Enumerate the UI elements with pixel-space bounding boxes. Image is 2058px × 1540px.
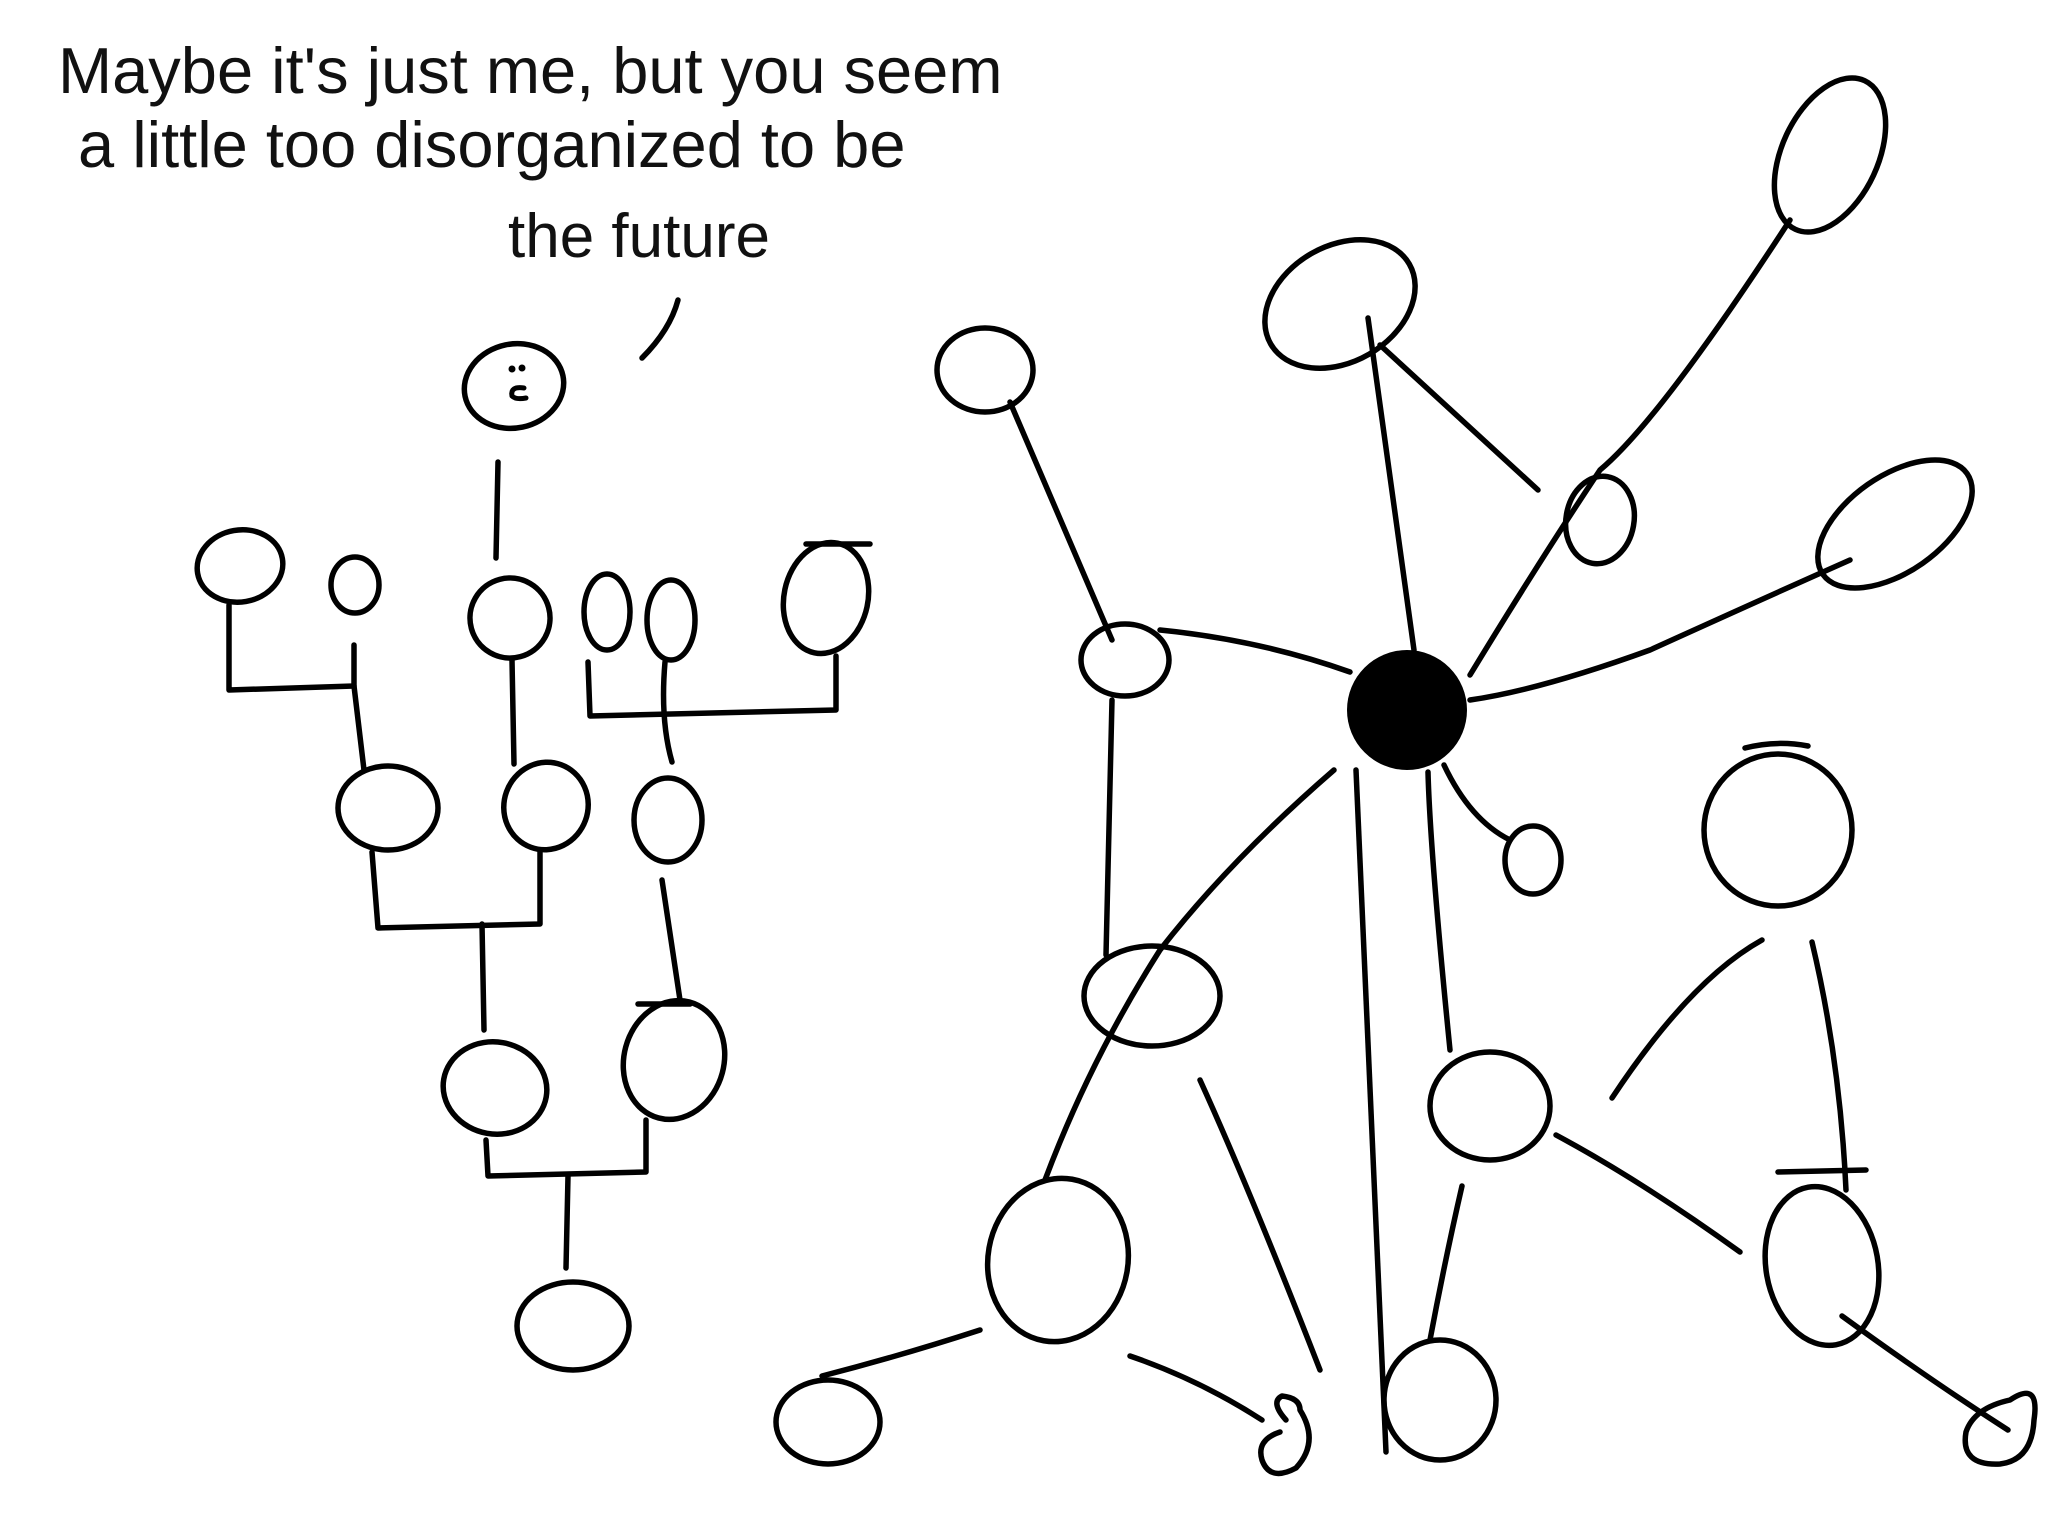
network-edge [1553, 1132, 1743, 1255]
network-edge [1467, 217, 1793, 678]
network-node [1262, 237, 1418, 371]
network-node [1771, 75, 1889, 235]
network-edge [1103, 697, 1115, 958]
network-edge [1425, 769, 1453, 1053]
network-node [1962, 1390, 2038, 1467]
network-node [984, 1175, 1132, 1345]
tree-edge [659, 877, 683, 1003]
network-node-mark [1775, 1167, 1869, 1175]
speaker-head [461, 340, 567, 432]
network-center-face [1347, 650, 1467, 770]
speech-tick [639, 297, 681, 361]
network-node [1701, 751, 1855, 909]
tree-edge [509, 657, 517, 767]
network-edge [1467, 557, 1853, 703]
network-edge [1441, 762, 1513, 843]
speech-text-line-1: Maybe it's just me, but you seem [58, 34, 1003, 107]
network-edge [819, 1327, 983, 1379]
network-node [1381, 1337, 1499, 1463]
tree-node [514, 1279, 632, 1373]
tree-edge [493, 459, 501, 561]
tree-node [620, 997, 728, 1123]
network-edge [1809, 939, 1849, 1193]
network-edge [1365, 315, 1417, 653]
tree-node [467, 575, 553, 661]
tree-edge [585, 653, 839, 719]
tree-node [581, 571, 633, 653]
network-edge [1042, 767, 1337, 1183]
tree-edge [563, 1173, 571, 1271]
network-node [1258, 1393, 1312, 1477]
network-node [934, 325, 1036, 415]
tree-node [440, 1039, 550, 1137]
tree-node [501, 759, 591, 853]
network-edge [1377, 342, 1541, 493]
network-node [773, 1377, 883, 1467]
tree-node [631, 775, 705, 865]
network-edge [1427, 1183, 1465, 1343]
network-node [1427, 1049, 1553, 1163]
tree-edge [226, 602, 357, 693]
network-edge [1127, 1353, 1265, 1423]
network-node [1815, 457, 1975, 591]
network-edge [1007, 399, 1115, 643]
hierarchy-tree [194, 340, 873, 1373]
tree-edge [479, 921, 487, 1033]
tree-node [644, 577, 698, 663]
network-node [1762, 1183, 1882, 1349]
speech-text-line-2: a little too disorganized to be [78, 108, 906, 181]
network-edge [1157, 627, 1353, 675]
tree-edge [351, 683, 367, 773]
network-node [1562, 473, 1638, 567]
tree-edge [369, 849, 543, 931]
tree-edge [660, 659, 675, 765]
tree-edge [483, 1117, 649, 1179]
tree-node [194, 527, 286, 605]
network-node [1502, 823, 1564, 897]
speech-text-line-3: the future [508, 202, 770, 271]
network-edge [1353, 767, 1389, 1455]
network-node [1078, 621, 1172, 699]
network-edge [1609, 937, 1765, 1101]
tree-node [780, 539, 872, 657]
tree-node [328, 554, 382, 616]
network-edge [1197, 1077, 1323, 1373]
network-graph [773, 75, 2038, 1477]
network-edge [1839, 1313, 2011, 1433]
network-node [1081, 943, 1223, 1049]
network-node-mark [1742, 740, 1811, 751]
tree-node [335, 763, 441, 853]
